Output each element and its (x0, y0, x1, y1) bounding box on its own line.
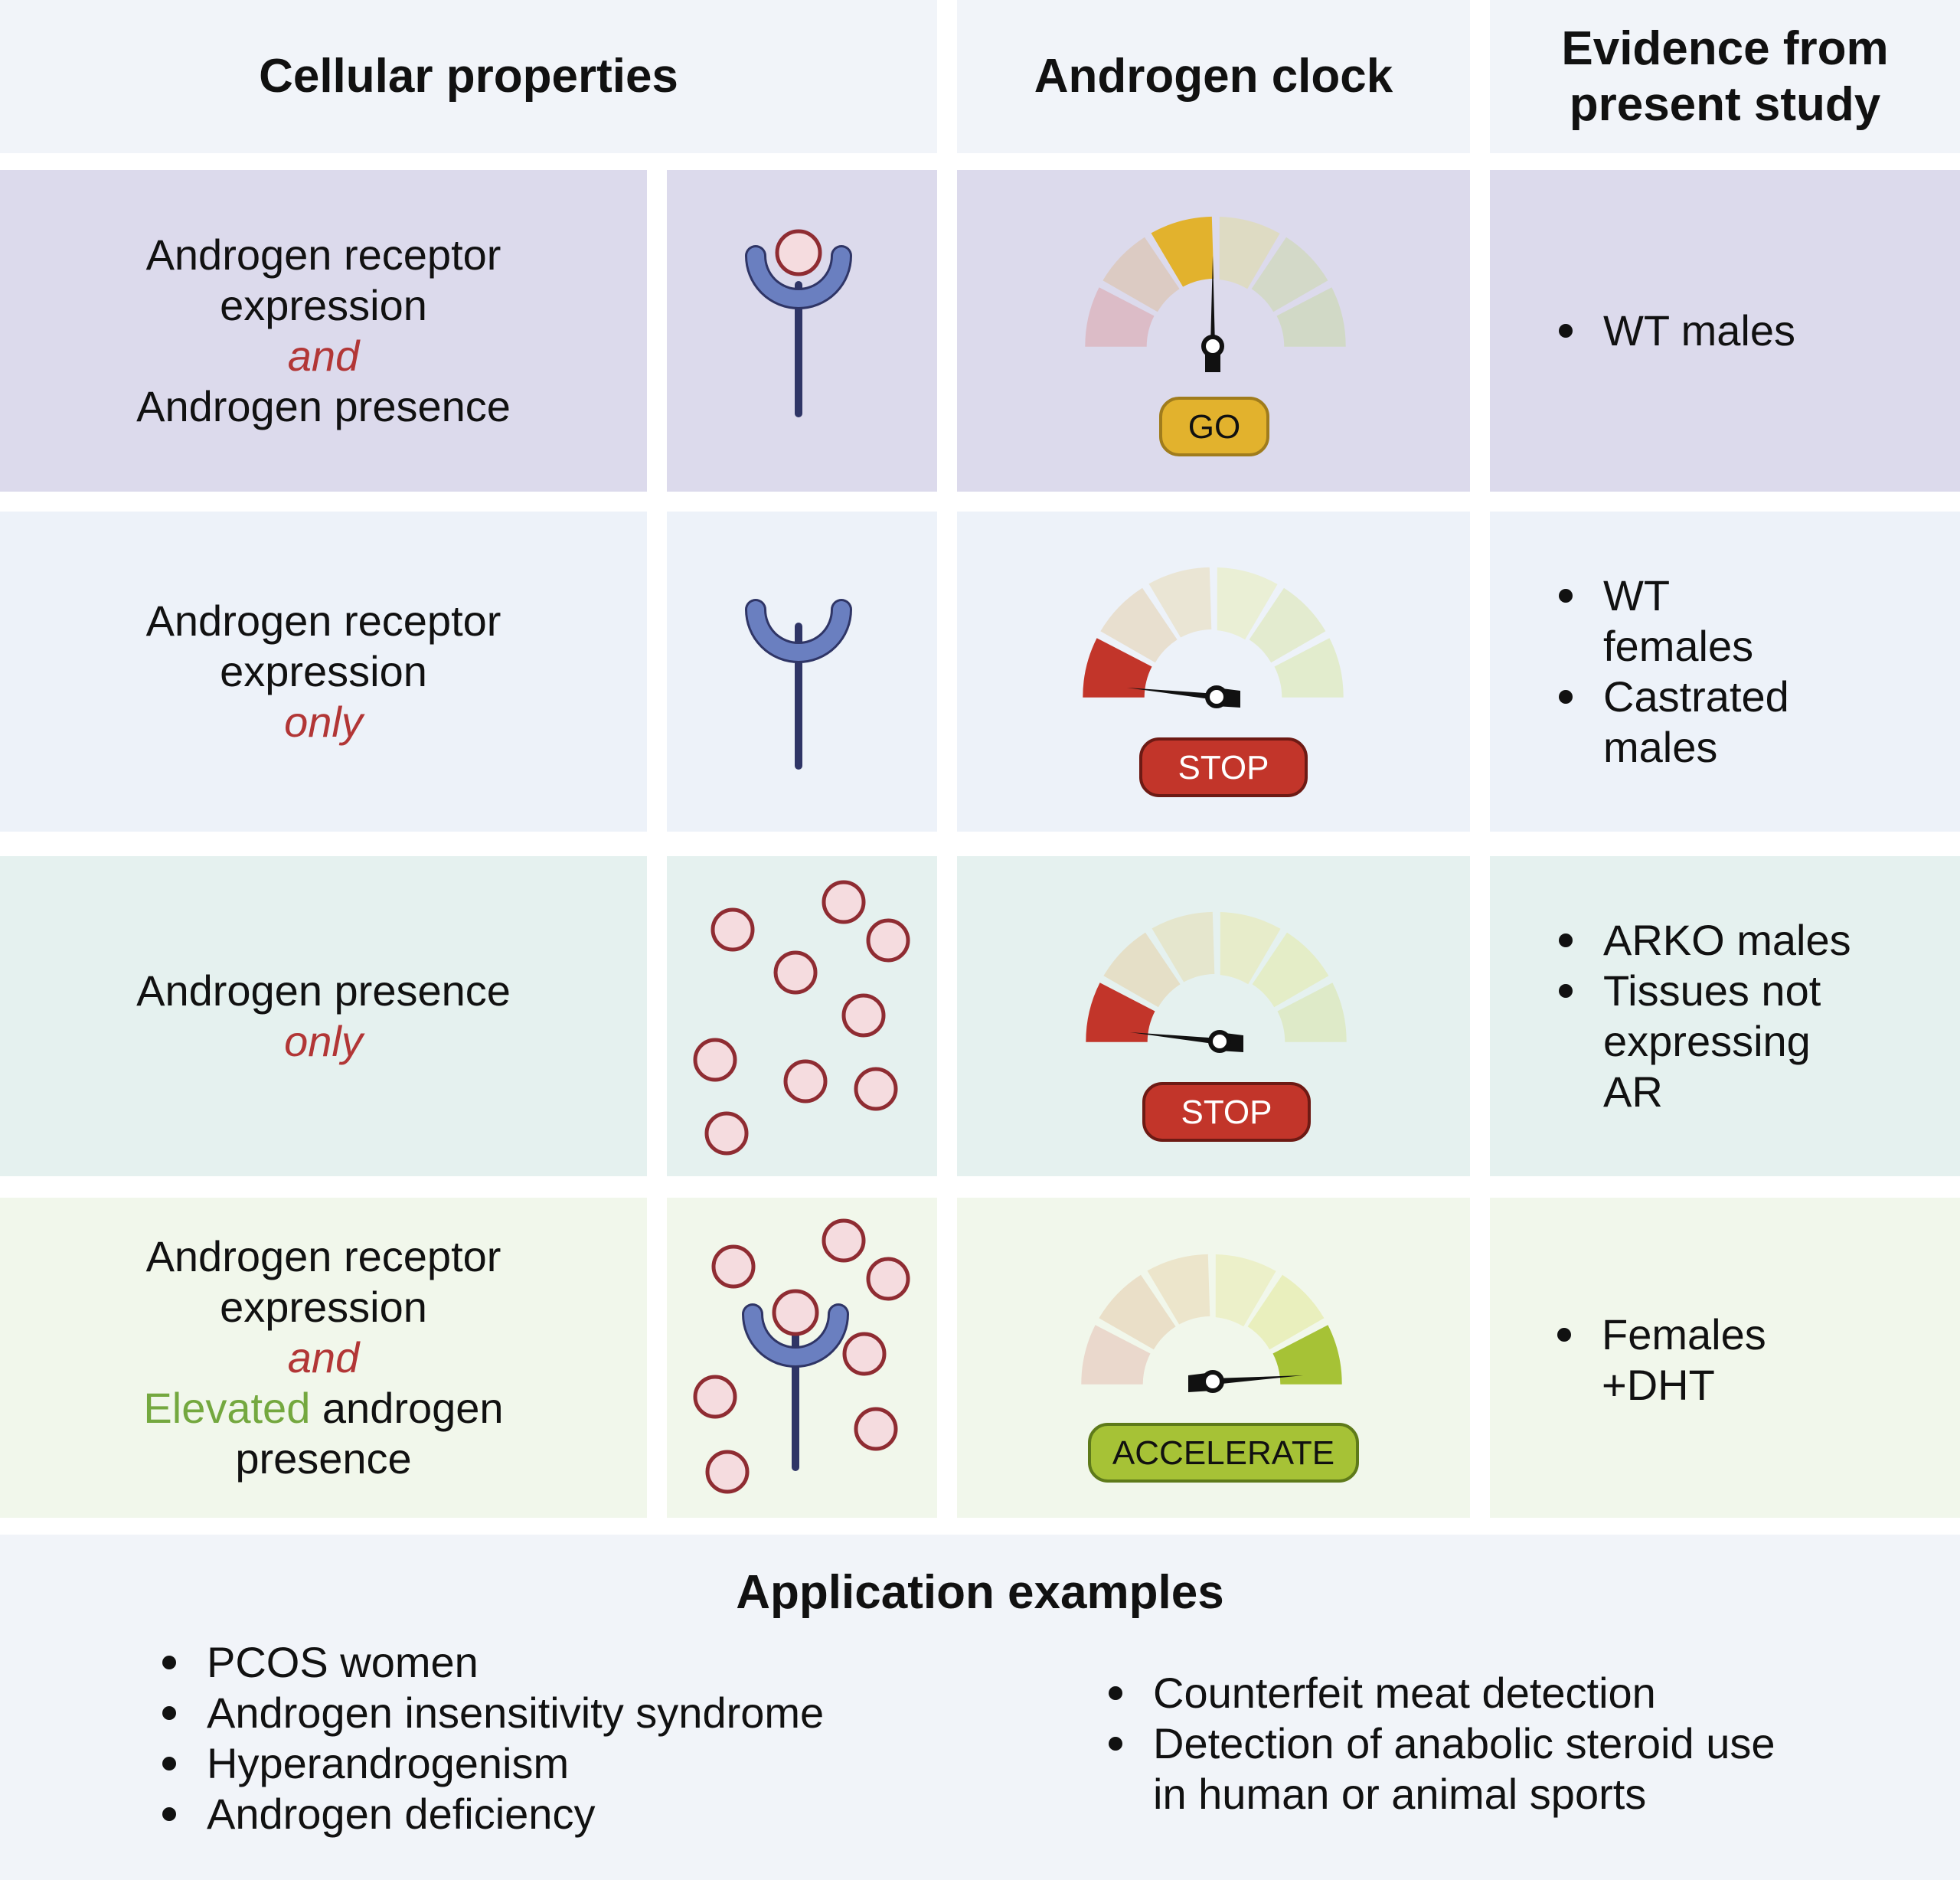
row4-evidence: Females +DHT (1490, 1198, 1960, 1518)
row1-prop-line: Androgen presence (136, 382, 511, 430)
evidence-item: Females +DHT (1553, 1309, 1782, 1411)
header-evidence-line2: present study (1569, 78, 1881, 131)
receptor-icon (742, 1303, 849, 1471)
row3-illustration (667, 856, 937, 1176)
row4-prop-androgen: androgen (322, 1384, 504, 1432)
row1-prop-conjunction: and (287, 332, 360, 380)
gauge-badge-label: ACCELERATE (1112, 1434, 1334, 1472)
application-examples-panel: Application examples PCOS women Androgen… (0, 1535, 1960, 1880)
evidence-item: Castrated males (1554, 672, 1830, 773)
application-item: Detection of anabolic steroid use in hum… (1104, 1718, 1778, 1820)
row2-clock: STOP (957, 512, 1470, 832)
gauge-badge-accelerate: ACCELERATE (1088, 1423, 1359, 1483)
header-androgen-clock: Androgen clock (957, 0, 1470, 153)
gauge-needle-icon (1127, 685, 1240, 708)
androgen-molecule-icon (842, 1332, 887, 1376)
androgen-molecule-icon (854, 1407, 898, 1451)
evidence-item: Tissues not expressing AR (1554, 966, 1860, 1117)
androgen-molecule-icon (854, 1067, 898, 1111)
row1-illustration (667, 170, 937, 492)
header-cellular-label: Cellular properties (259, 50, 678, 103)
row3-properties: Androgen presence only (0, 856, 647, 1176)
row1-clock: GO (957, 170, 1470, 492)
row3-evidence: ARKO males Tissues not expressing AR (1490, 856, 1960, 1176)
row1-prop-line: expression (220, 281, 427, 329)
evidence-item: ARKO males (1554, 915, 1860, 966)
gauge-badge-stop: STOP (1139, 737, 1308, 797)
row4-prop-line: Elevated androgen (143, 1383, 503, 1434)
application-item: Androgen deficiency (158, 1789, 824, 1839)
androgen-molecule-icon (822, 880, 866, 924)
row2-prop-qualifier: only (284, 698, 363, 746)
androgen-molecule-icon (783, 1059, 828, 1103)
gauge-icon (1086, 911, 1347, 1042)
gauge-icon (1083, 567, 1344, 698)
androgen-molecule-icon (704, 1111, 749, 1156)
row1-prop-line: Androgen receptor (145, 231, 501, 279)
androgen-molecule-icon (705, 1450, 750, 1494)
row4-clock: ACCELERATE (957, 1198, 1470, 1518)
androgen-molecule-icon (772, 1289, 819, 1336)
row1-properties: Androgen receptor expression and Androge… (0, 170, 647, 492)
gauge-needle-icon (1201, 256, 1224, 372)
row2-prop-line: Androgen receptor (145, 597, 501, 645)
row3-prop-qualifier: only (284, 1017, 363, 1065)
row2-illustration (667, 512, 937, 832)
header-evidence: Evidence from present study (1490, 0, 1960, 153)
receptor-icon (745, 599, 852, 770)
gauge-needle-icon (1130, 1030, 1243, 1053)
row2-prop-line: expression (220, 647, 427, 695)
androgen-molecule-icon (866, 1257, 910, 1301)
header-clock-label: Androgen clock (1034, 50, 1393, 103)
androgen-molecule-icon (775, 229, 822, 276)
gauge-badge-label: STOP (1181, 1094, 1272, 1131)
gauge-badge-go: GO (1159, 397, 1269, 456)
application-item: Counterfeit meat detection (1104, 1668, 1778, 1718)
androgen-molecule-icon (822, 1218, 866, 1263)
androgen-molecule-icon (773, 950, 818, 995)
application-item: Hyperandrogenism (158, 1738, 824, 1789)
header-evidence-line1: Evidence from (1561, 21, 1889, 75)
androgen-molecule-icon (711, 1244, 756, 1289)
gauge-badge-label: STOP (1178, 749, 1269, 786)
row3-clock: STOP (957, 856, 1470, 1176)
row4-prop-line: presence (235, 1434, 412, 1483)
application-list-left: PCOS women Androgen insensitivity syndro… (158, 1637, 824, 1839)
gauge-icon (1085, 216, 1346, 347)
row2-properties: Androgen receptor expression only (0, 512, 647, 832)
androgen-molecule-icon (693, 1038, 737, 1082)
androgen-molecule-icon (866, 918, 910, 963)
row2-evidence: WT females Castrated males (1490, 512, 1960, 832)
androgen-molecule-icon (693, 1375, 737, 1419)
row3-prop-line: Androgen presence (136, 966, 511, 1015)
application-list-right: Counterfeit meat detection Detection of … (1104, 1668, 1778, 1820)
androgen-molecule-icon (710, 907, 755, 952)
row1-evidence: WT males (1490, 170, 1960, 492)
header-cellular-properties: Cellular properties (0, 0, 937, 153)
application-examples-title: Application examples (736, 1566, 1224, 1619)
gauge-icon (1081, 1254, 1342, 1385)
gauge-badge-label: GO (1188, 408, 1240, 446)
row4-properties: Androgen receptor expression and Elevate… (0, 1198, 647, 1518)
row4-prop-line: Androgen receptor (145, 1232, 501, 1280)
row4-prop-line: expression (220, 1283, 427, 1331)
gauge-badge-stop: STOP (1142, 1082, 1311, 1142)
androgen-molecule-icon (841, 993, 886, 1038)
row4-prop-elevated: Elevated (143, 1384, 311, 1432)
row4-illustration (667, 1198, 937, 1518)
receptor-icon (745, 245, 852, 417)
evidence-item: WT males (1554, 306, 1795, 356)
row4-prop-conjunction: and (287, 1333, 360, 1381)
evidence-item: WT females (1554, 571, 1830, 672)
application-item: PCOS women (158, 1637, 824, 1688)
gauge-needle-icon (1188, 1370, 1303, 1393)
application-item: Androgen insensitivity syndrome (158, 1688, 824, 1738)
